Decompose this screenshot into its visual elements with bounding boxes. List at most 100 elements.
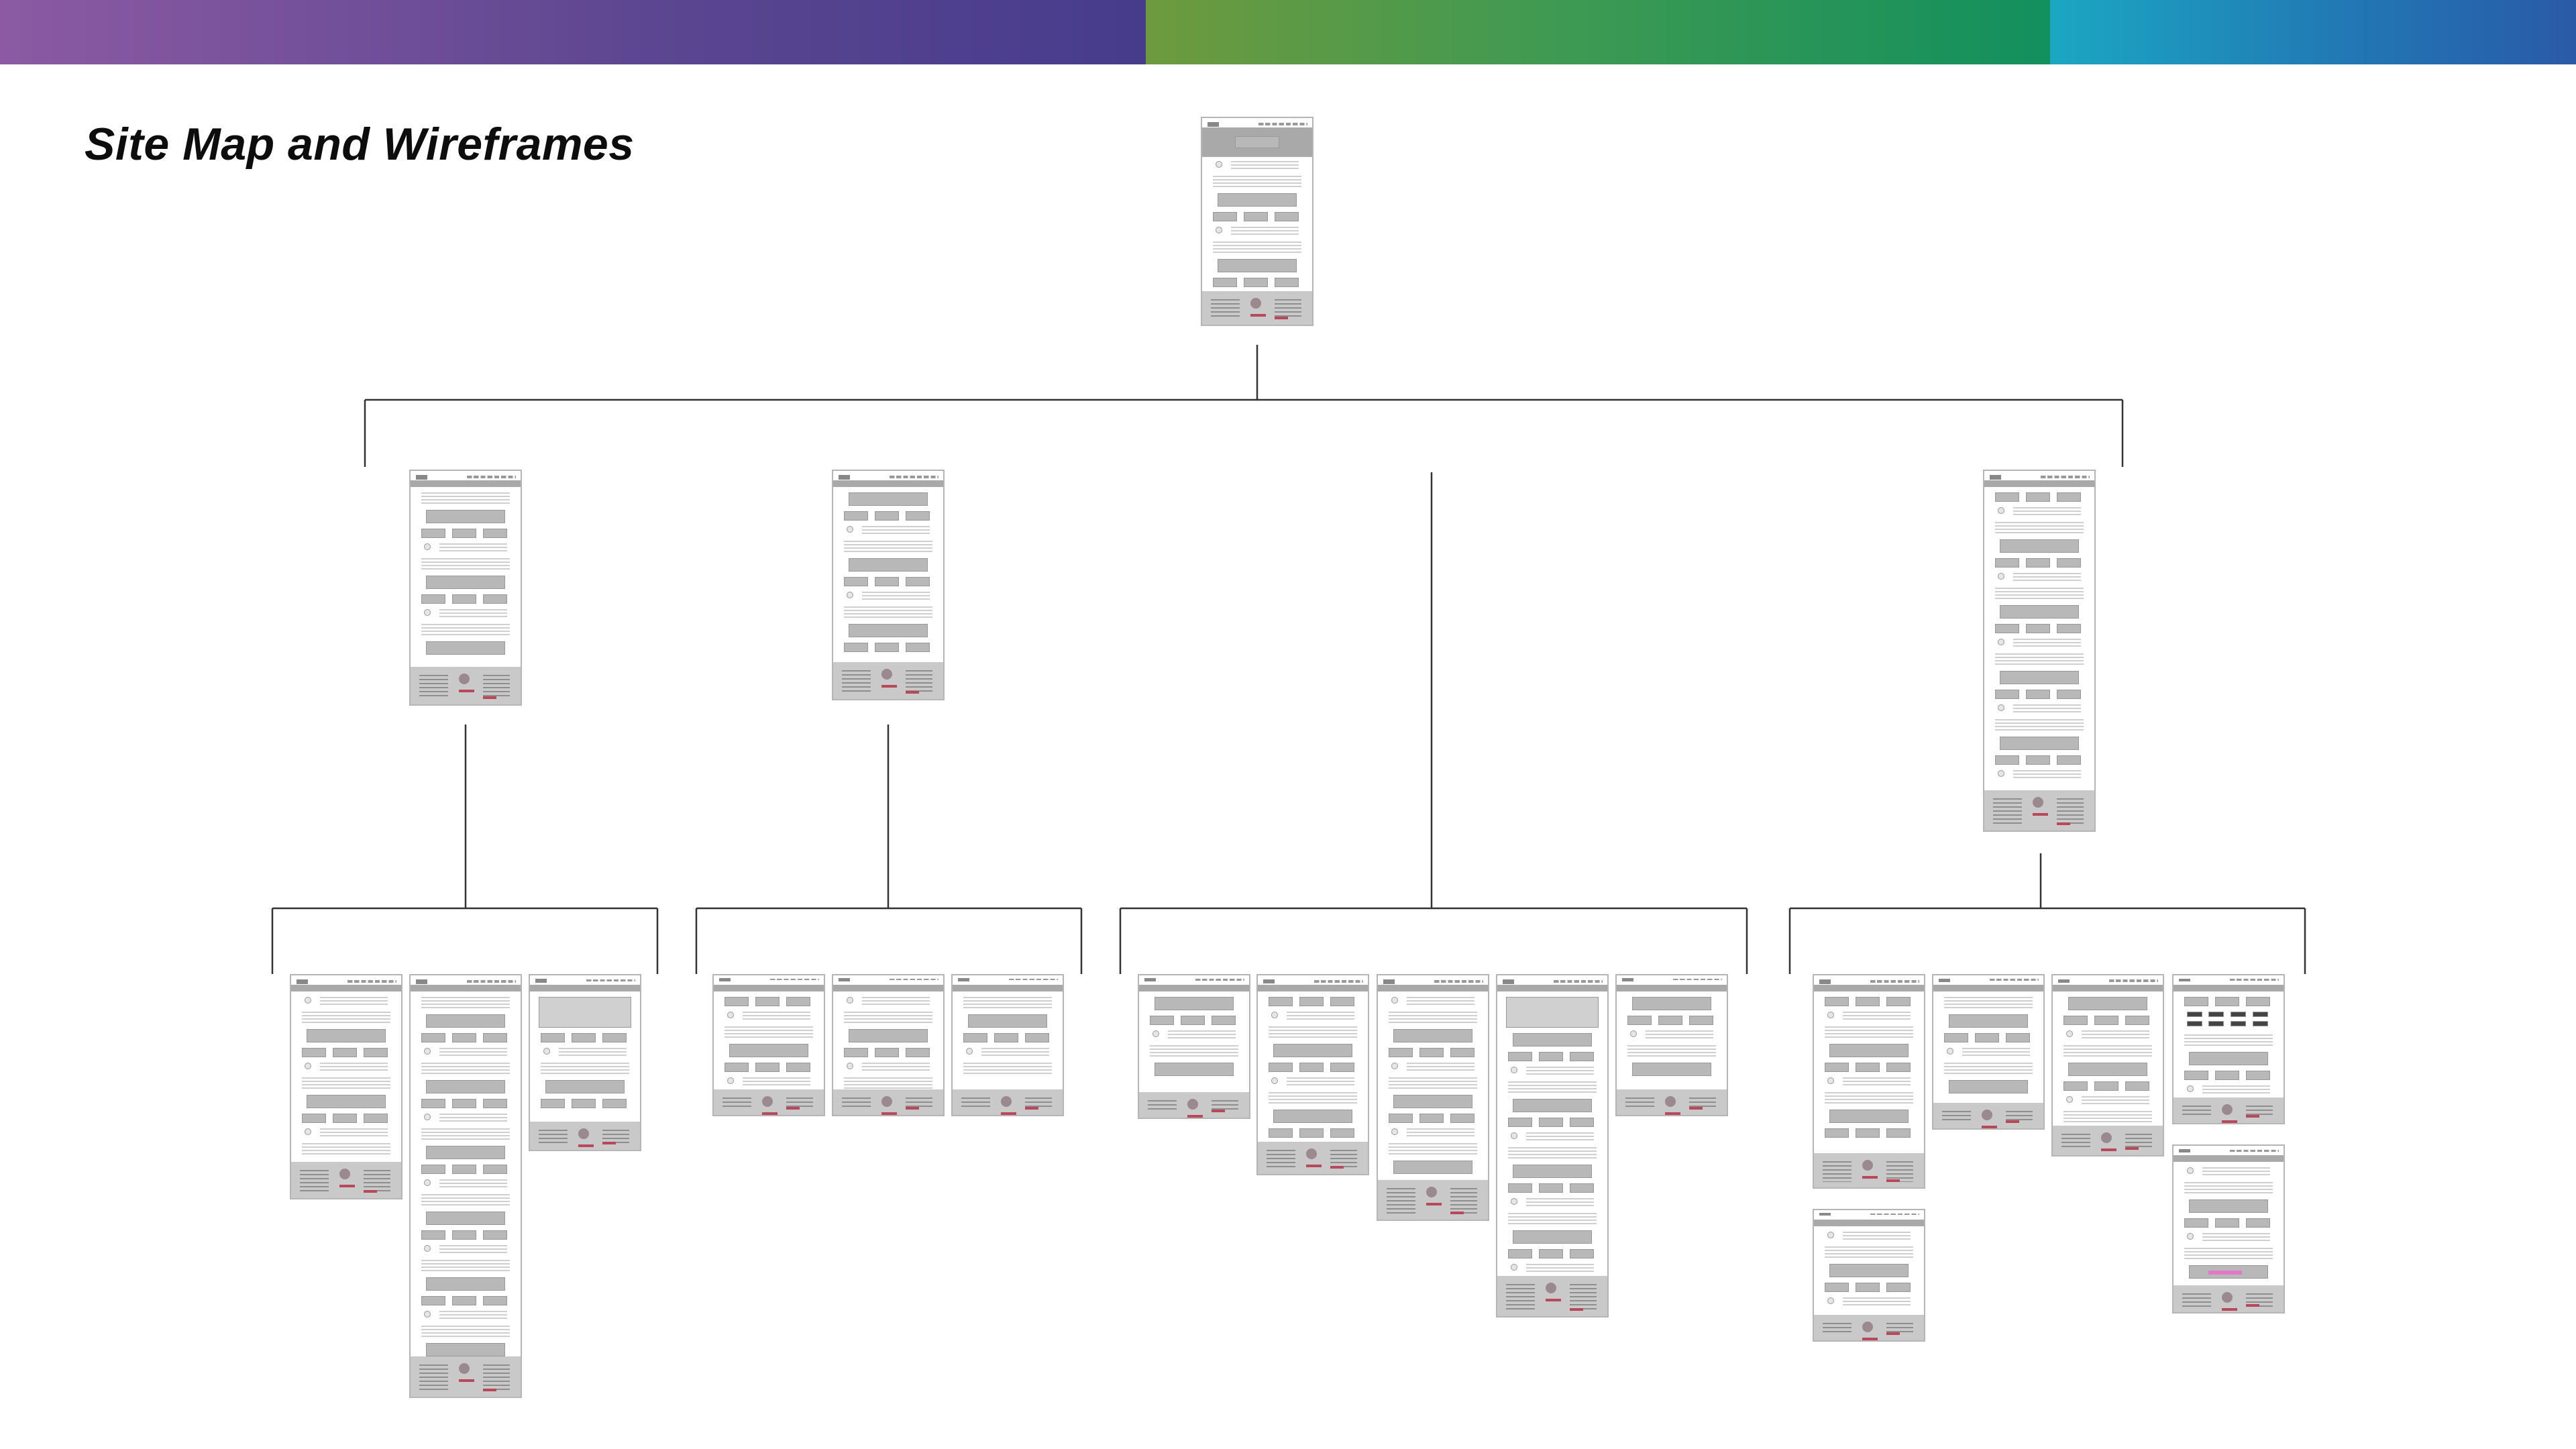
wireframe-footer — [833, 661, 943, 699]
wireframe-footer — [1202, 291, 1312, 325]
paragraph-text — [1150, 1045, 1238, 1057]
footer-avatar-icon — [881, 668, 893, 680]
card-block — [2094, 1081, 2119, 1091]
paragraph-text — [1995, 653, 2084, 665]
content-block — [425, 510, 506, 523]
content-block — [1393, 1095, 1473, 1108]
wireframe-find-a-member[interactable] — [409, 470, 522, 706]
wireframe-nav — [1814, 975, 1924, 987]
card-block — [2057, 492, 2082, 502]
wireframe-about-3[interactable] — [2051, 974, 2164, 1157]
paragraph-text — [1406, 997, 1475, 1006]
paragraph-text — [1525, 1067, 1595, 1076]
card-block — [452, 1230, 477, 1240]
footer-accent — [1330, 1166, 1344, 1169]
section-banner — [833, 985, 943, 991]
paragraph-text — [1995, 719, 2084, 731]
card-block — [2057, 558, 2082, 568]
footer-avatar-icon — [1001, 1096, 1012, 1107]
content-block — [1948, 1080, 2029, 1093]
footer-avatar-icon — [1665, 1096, 1676, 1107]
wireframe-nav — [2174, 975, 2284, 984]
logo-icon — [1263, 979, 1275, 984]
bullet-icon — [1391, 997, 1398, 1004]
card-block — [1539, 1249, 1564, 1258]
wireframe-footer — [291, 1162, 401, 1198]
wireframe-about-us[interactable] — [1983, 470, 2096, 832]
wireframe-news-3[interactable] — [1377, 974, 1489, 1221]
bullet-icon — [727, 1077, 734, 1084]
wireframe-member-3[interactable] — [529, 974, 641, 1151]
card-block — [1025, 1033, 1050, 1042]
card-block — [1330, 997, 1355, 1006]
bullet-icon — [304, 997, 311, 1004]
wireframe-provider-3[interactable] — [951, 974, 1064, 1116]
wireframe-nav — [1378, 975, 1488, 987]
wireframe-about-1[interactable] — [1813, 974, 1925, 1189]
footer-links — [1942, 1111, 1971, 1123]
content-block — [306, 1029, 386, 1042]
section-banner — [1378, 985, 1488, 991]
content-block — [1154, 1063, 1234, 1076]
content-block — [1217, 193, 1297, 207]
paragraph-text — [1508, 1081, 1597, 1093]
wireframe-provider-2[interactable] — [832, 974, 945, 1116]
card-block — [1269, 1063, 1293, 1072]
content-block — [1999, 605, 2080, 619]
card-block — [421, 1099, 446, 1108]
wireframe-member-1[interactable] — [290, 974, 402, 1199]
wireframe-home[interactable] — [1201, 117, 1313, 326]
footer-links — [2057, 798, 2084, 825]
footer-links — [842, 1097, 871, 1110]
wireframe-news-1[interactable] — [1138, 974, 1250, 1119]
footer-accent — [1306, 1165, 1322, 1167]
wireframe-about-4-sub[interactable] — [2172, 1144, 2285, 1313]
wireframe-about-4[interactable] — [2172, 974, 2285, 1124]
paragraph-text — [1508, 1147, 1597, 1159]
paragraph-text — [2012, 507, 2082, 517]
section-banner — [833, 480, 943, 487]
wireframe-news-5[interactable] — [1615, 974, 1728, 1116]
card-block — [1570, 1118, 1595, 1127]
footer-accent — [1546, 1299, 1562, 1301]
logo-icon — [1819, 1213, 1831, 1216]
map-image — [1506, 997, 1599, 1028]
wireframe-provider-1[interactable] — [712, 974, 825, 1116]
content-block — [1829, 1110, 1909, 1123]
paragraph-text — [439, 1048, 508, 1057]
card-block — [1212, 1016, 1236, 1025]
bullet-icon — [1997, 704, 2004, 711]
wireframe-for-providers[interactable] — [832, 470, 945, 700]
bullet-icon — [846, 1063, 853, 1069]
wireframe-about-1-sub[interactable] — [1813, 1209, 1925, 1342]
paragraph-text — [421, 558, 510, 570]
bullet-icon — [1997, 507, 2004, 514]
paragraph-text — [1269, 1026, 1357, 1038]
footer-links — [786, 1097, 813, 1110]
bullet-icon — [1827, 1297, 1834, 1304]
content-block — [1829, 1264, 1909, 1277]
content-block — [2188, 1199, 2269, 1213]
footer-avatar-icon — [2222, 1104, 2233, 1115]
card-block — [421, 529, 446, 538]
content-block — [1512, 1099, 1593, 1112]
paragraph-text — [861, 526, 930, 535]
card-block — [2184, 1218, 2209, 1228]
footer-accent — [2033, 813, 2049, 816]
footer-accent — [1689, 1107, 1703, 1110]
nav-links — [769, 978, 820, 981]
wireframe-about-2[interactable] — [1932, 974, 2045, 1130]
wireframe-news-2[interactable] — [1256, 974, 1369, 1175]
bullet-icon — [1271, 1077, 1278, 1084]
paragraph-text — [844, 1012, 932, 1024]
bullet-icon — [423, 1179, 431, 1186]
page-dots — [531, 961, 538, 967]
wireframe-news-4[interactable] — [1496, 974, 1609, 1318]
content-block — [967, 1014, 1048, 1028]
page-dots — [1986, 456, 1992, 463]
wireframe-member-2[interactable] — [409, 974, 522, 1398]
card-block — [1299, 1063, 1324, 1072]
section-banner — [1258, 985, 1368, 991]
card-block — [906, 1048, 930, 1057]
top-band-purple — [0, 0, 1146, 64]
